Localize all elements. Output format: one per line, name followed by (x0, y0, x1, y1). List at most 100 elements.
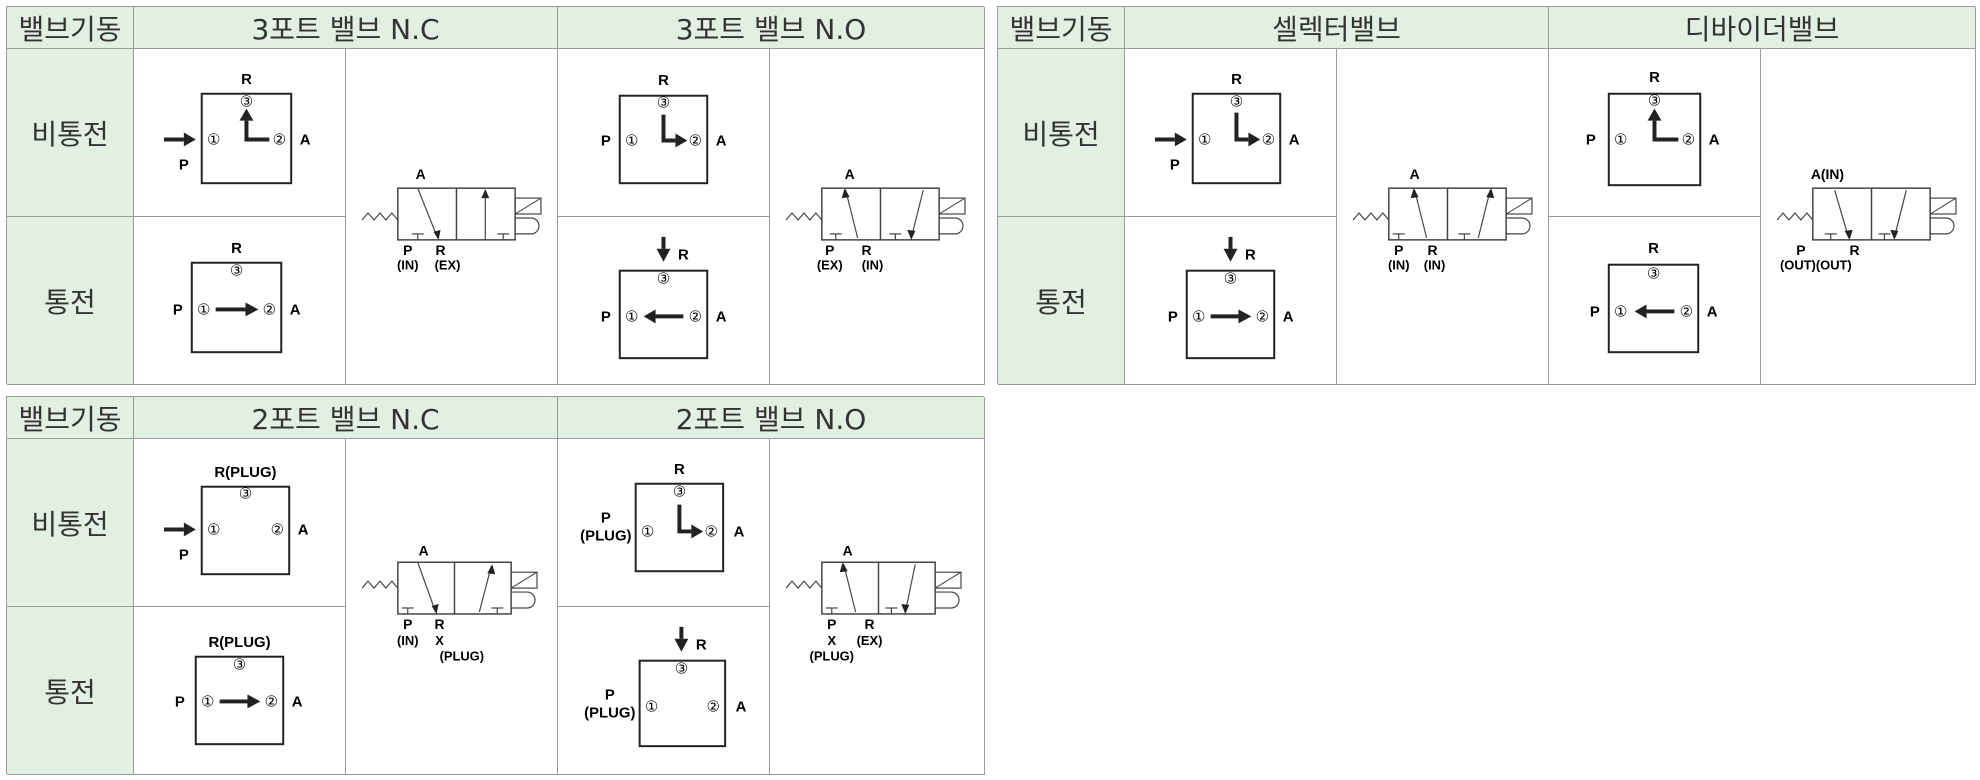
svg-text:A: A (845, 166, 855, 182)
svg-text:P: P (1590, 304, 1600, 320)
svg-text:A: A (1709, 132, 1720, 148)
svg-text:P: P (179, 547, 189, 563)
svg-text:R: R (862, 242, 872, 258)
svg-text:③: ③ (1224, 272, 1237, 288)
svg-text:A: A (716, 309, 727, 325)
svg-text:P: P (825, 242, 834, 258)
svg-text:R: R (435, 616, 445, 632)
svg-text:X: X (827, 633, 836, 648)
header-valve-operation: 밸브기동 (7, 7, 134, 49)
svg-text:①: ① (1192, 309, 1205, 325)
svg-text:②: ② (689, 133, 702, 149)
svg-text:(PLUG): (PLUG) (584, 705, 635, 721)
diagram-divider-de-energized: R ③ ① ② P A (1549, 49, 1761, 217)
svg-text:①: ① (1198, 132, 1211, 148)
svg-text:③: ③ (1647, 267, 1660, 283)
header-2port-no: 2포트 밸브 N.O (558, 397, 985, 439)
svg-text:③: ③ (240, 95, 253, 111)
svg-text:①: ① (207, 522, 220, 538)
svg-text:③: ③ (657, 272, 670, 288)
svg-text:R: R (674, 462, 685, 478)
svg-text:①: ① (625, 133, 638, 149)
three-port-valve-table: 밸브기동 3포트 밸브 N.C 3포트 밸브 N.O 비통전 R ③ ① ② P… (6, 6, 985, 385)
svg-text:R: R (1648, 241, 1659, 257)
svg-text:(IN): (IN) (862, 258, 884, 273)
svg-text:③: ③ (657, 96, 670, 112)
svg-text:P: P (605, 687, 615, 703)
svg-text:(PLUG): (PLUG) (440, 649, 484, 664)
svg-text:②: ② (1256, 309, 1269, 325)
svg-text:A: A (1283, 309, 1294, 325)
diagram-2port-nc-energized: R(PLUG) ③ ① ② P A (134, 607, 346, 775)
svg-text:(PLUG): (PLUG) (810, 649, 854, 664)
diagram-3port-no-energized: R ③ ① ② P A (558, 217, 770, 385)
svg-text:X: X (435, 633, 444, 648)
diagram-3port-nc-energized: R ③ ① ② P A (134, 217, 346, 385)
svg-text:P: P (1168, 309, 1178, 325)
diagram-2port-nc-de-energized: R(PLUG) ③ ① ② P A (134, 439, 346, 607)
svg-text:②: ② (689, 309, 702, 325)
svg-text:R: R (1231, 72, 1242, 88)
svg-text:P: P (827, 616, 836, 632)
svg-text:①: ① (207, 132, 220, 148)
svg-text:②: ② (707, 699, 720, 715)
diagram-selector-energized: R ③ ① ② P A (1125, 217, 1337, 385)
header-valve-operation: 밸브기동 (7, 397, 134, 439)
svg-text:A: A (292, 694, 303, 710)
header-2port-nc: 2포트 밸브 N.C (134, 397, 558, 439)
svg-text:A(IN): A(IN) (1811, 166, 1844, 182)
svg-text:R: R (658, 73, 669, 89)
header-3port-nc: 3포트 밸브 N.C (134, 7, 558, 49)
svg-text:②: ② (273, 132, 286, 148)
row-label-de-energized: 비통전 (998, 49, 1125, 217)
svg-text:R: R (696, 638, 707, 654)
svg-text:A: A (1707, 304, 1718, 320)
row-label-de-energized: 비통전 (7, 439, 134, 607)
svg-text:P: P (403, 242, 412, 258)
svg-text:R: R (241, 72, 252, 88)
svg-text:②: ② (1682, 132, 1695, 148)
symbol-selector-valve: A P R (IN) (IN) (1337, 49, 1549, 385)
svg-text:③: ③ (675, 662, 688, 678)
svg-text:A: A (419, 542, 429, 558)
svg-text:②: ② (263, 302, 276, 318)
row-label-energized: 통전 (7, 217, 134, 385)
svg-text:①: ① (625, 309, 638, 325)
svg-text:P: P (173, 302, 183, 318)
svg-text:(PLUG): (PLUG) (580, 528, 631, 544)
svg-text:(IN): (IN) (1424, 258, 1446, 273)
svg-text:R: R (865, 616, 875, 632)
svg-text:①: ① (1614, 304, 1627, 320)
symbol-2port-nc: A P R (IN) X (PLUG) (346, 439, 558, 775)
svg-text:R: R (1245, 248, 1256, 264)
svg-text:P: P (601, 133, 611, 149)
row-label-energized: 통전 (7, 607, 134, 775)
svg-text:R: R (231, 241, 242, 257)
diagram-2port-no-de-energized: R ③ ① ② P (PLUG) A (558, 439, 770, 607)
row-label-energized: 통전 (998, 217, 1125, 385)
svg-text:(OUT)(OUT): (OUT)(OUT) (1780, 258, 1852, 273)
svg-text:②: ② (1680, 304, 1693, 320)
svg-text:A: A (290, 302, 301, 318)
svg-text:②: ② (705, 524, 718, 540)
diagram-selector-de-energized: R ③ ① ② P A (1125, 49, 1337, 217)
svg-text:③: ③ (239, 487, 252, 503)
diagram-2port-no-energized: R ③ ① ② P (PLUG) A (558, 607, 770, 775)
svg-text:P: P (175, 694, 185, 710)
svg-text:A: A (716, 133, 727, 149)
svg-text:A: A (736, 699, 747, 715)
svg-text:P: P (179, 157, 189, 173)
svg-text:(EX): (EX) (435, 258, 461, 273)
svg-text:R: R (1649, 70, 1660, 86)
svg-text:R: R (678, 248, 689, 264)
svg-text:A: A (843, 542, 853, 558)
diagram-3port-nc-de-energized: R ③ ① ② P A (134, 49, 346, 217)
svg-text:②: ② (1262, 132, 1275, 148)
svg-text:(IN): (IN) (1388, 258, 1410, 273)
svg-text:(EX): (EX) (857, 633, 883, 648)
svg-text:P: P (1586, 132, 1596, 148)
svg-text:②: ② (265, 694, 278, 710)
svg-text:③: ③ (673, 485, 686, 501)
selector-divider-valve-table: 밸브기동 셀렉터밸브 디바이더밸브 비통전 R ③ ① ② P A (997, 6, 1976, 385)
svg-text:A: A (416, 166, 426, 182)
